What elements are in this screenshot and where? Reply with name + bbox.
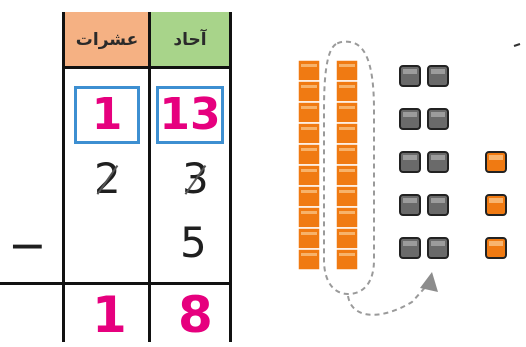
rod-cube: [298, 165, 320, 186]
rod-cube: [298, 144, 320, 165]
top-ones-digit: 3: [182, 154, 209, 203]
corner-mark: [514, 44, 520, 46]
rod-highlight: [301, 106, 317, 109]
minus-sign: −: [8, 222, 47, 268]
rod-cube: [298, 60, 320, 81]
orange-unit-cube-shine: [489, 241, 503, 246]
rod-highlight: [339, 106, 355, 109]
rod-highlight: [339, 127, 355, 130]
rod-highlight: [301, 190, 317, 193]
rod-cube: [298, 207, 320, 228]
rod-cube: [298, 123, 320, 144]
tens-header-label: عشرات: [64, 12, 150, 68]
rod-highlight: [339, 64, 355, 67]
gray-unit-cube-shine: [431, 198, 445, 203]
rod-cube: [336, 207, 358, 228]
rod-cube: [336, 186, 358, 207]
rod-cube: [336, 60, 358, 81]
gray-unit-cube-shine: [431, 69, 445, 74]
rod-cube: [298, 228, 320, 249]
rod-highlight: [301, 127, 317, 130]
grid-line-middle: [148, 12, 151, 342]
regroup-tens-box: 1: [74, 86, 140, 144]
rod-cube: [336, 249, 358, 270]
gray-unit-cube-shine: [403, 69, 417, 74]
rod-highlight: [301, 232, 317, 235]
result-line: [0, 282, 232, 285]
gray-unit-cube-shine: [403, 155, 417, 160]
rod-highlight: [301, 211, 317, 214]
result-ones-digit: 8: [178, 290, 213, 340]
rod-highlight: [301, 148, 317, 151]
rod-highlight: [339, 211, 355, 214]
gray-unit-cube-shine: [431, 155, 445, 160]
result-tens-digit: 1: [92, 290, 127, 340]
grid-line-right: [229, 12, 232, 342]
rod-cube: [298, 102, 320, 123]
regroup-ones-box: 13: [156, 86, 224, 144]
rod-cube: [336, 228, 358, 249]
sub-ones-digit: 5: [180, 222, 207, 264]
gray-unit-cube-shine: [431, 241, 445, 246]
tens-rods: [298, 60, 358, 270]
rod-cube: [298, 249, 320, 270]
base-ten-blocks: [282, 20, 522, 330]
rod-cube: [298, 186, 320, 207]
rod-cube: [336, 165, 358, 186]
rod-cube: [336, 123, 358, 144]
rod-highlight: [339, 253, 355, 256]
ones-header-label: آحاد: [150, 12, 230, 68]
gray-unit-cube-shine: [431, 112, 445, 117]
orange-unit-cube-shine: [489, 198, 503, 203]
rod-highlight: [339, 169, 355, 172]
rod-highlight: [301, 253, 317, 256]
exchange-arrow: [348, 282, 430, 315]
rod-cube: [336, 102, 358, 123]
ones-header: آحاد: [150, 12, 230, 68]
rod-highlight: [301, 169, 317, 172]
rod-highlight: [301, 64, 317, 67]
rod-cube: [336, 144, 358, 165]
tens-header: عشرات: [64, 12, 150, 68]
rod-highlight: [339, 148, 355, 151]
gray-unit-cube-shine: [403, 112, 417, 117]
rod-highlight: [339, 232, 355, 235]
grid-line-left: [62, 12, 65, 342]
gray-unit-cube-shine: [403, 198, 417, 203]
gray-unit-cube-shine: [403, 241, 417, 246]
unit-cubes: [400, 66, 506, 258]
header-underline: [62, 66, 232, 69]
rod-highlight: [339, 190, 355, 193]
rod-highlight: [339, 85, 355, 88]
orange-unit-cube-shine: [489, 155, 503, 160]
rod-highlight: [301, 85, 317, 88]
rod-cube: [336, 81, 358, 102]
rod-cube: [298, 81, 320, 102]
top-tens-digit: 2: [94, 154, 121, 203]
